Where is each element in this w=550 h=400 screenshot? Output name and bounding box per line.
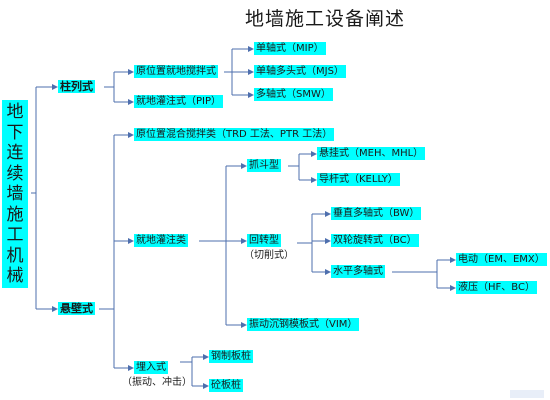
node-smw: 多轴式（SMW） [254, 88, 333, 101]
node-embedded-type: 埋入式 [134, 361, 168, 374]
node-suspended-type: 悬挂式（MEH、MHL） [317, 147, 426, 160]
node-electric: 电动（EM、EMX） [456, 253, 547, 266]
root-char: 工 [6, 225, 24, 245]
node-hydraulic: 液压（HF、BC） [456, 281, 537, 294]
node-rotary-type: 回转型 [247, 234, 281, 247]
root-char: 地 [6, 102, 24, 122]
node-in-situ-blending-trd-ptr: 原位置混合搅拌类（TRD 工法、PTR 工法） [134, 128, 335, 141]
node-vibrating-steel-formwork: 振动沉钢模板式（VIM） [247, 318, 360, 331]
page-title: 地墙施工设备阐述 [244, 8, 405, 30]
node-horizontal-multi-axis: 水平多轴式 [331, 265, 385, 278]
node-pip: 就地灌注式（PIP） [134, 95, 224, 108]
root-char: 械 [6, 266, 24, 286]
node-cast-in-place: 就地灌注类 [134, 234, 188, 247]
root-node-underground-continuous-wall-machinery: 地 下 连 续 墙 施 工 机 械 [2, 100, 28, 288]
node-rotary-subtitle: （切削式） [244, 250, 294, 261]
root-char: 施 [6, 204, 24, 225]
node-in-situ-mixing: 原位置就地搅拌式 [134, 65, 218, 78]
root-char: 续 [6, 163, 24, 184]
root-char: 机 [6, 245, 24, 266]
node-mjs: 单轴多头式（MJS） [254, 65, 346, 78]
node-guide-rod-type: 导杆式（KELLY） [317, 173, 400, 186]
node-mip: 单轴式（MIP） [254, 42, 326, 55]
node-steel-sheet-pile: 钢制板桩 [209, 350, 253, 363]
node-double-wheel: 双轮旋转式（BC） [331, 234, 419, 247]
node-concrete-sheet-pile: 砼板桩 [209, 379, 243, 392]
node-cantilever-type: 悬壁式 [58, 302, 95, 315]
root-char: 连 [6, 143, 24, 163]
page-number-badge [510, 390, 544, 398]
root-char: 墙 [6, 184, 24, 204]
node-grab-type: 抓斗型 [247, 159, 281, 172]
root-char: 下 [6, 122, 24, 143]
node-vertical-multi-axis: 垂直多轴式（BW） [331, 207, 422, 220]
node-embedded-subtitle: （振动、冲击） [122, 377, 192, 388]
node-column-type: 柱列式 [58, 80, 95, 93]
